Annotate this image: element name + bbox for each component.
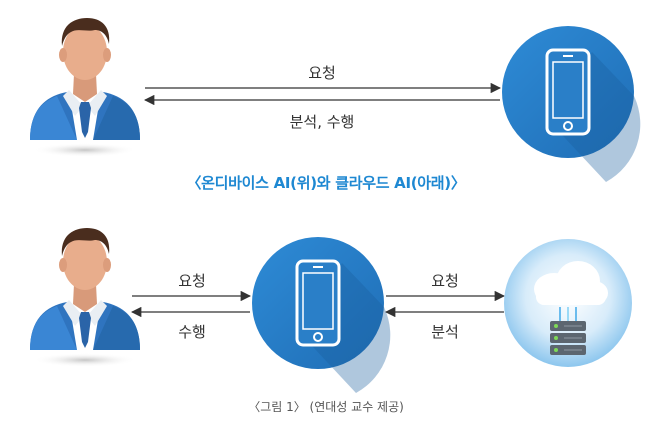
top-request-label: 요청: [308, 64, 336, 82]
bottom-left-request-label: 요청: [178, 272, 206, 290]
figure-caption: 〈그림 1〉 (연대성 교수 제공): [248, 400, 404, 414]
smartphone-icon-bottom: [252, 237, 391, 393]
bottom-right-request-label: 요청: [431, 272, 459, 290]
bottom-right-response-label: 분석: [431, 323, 459, 341]
user-icon-top: [30, 18, 140, 157]
user-icon-bottom: [30, 228, 140, 367]
smartphone-icon-top: [502, 26, 641, 182]
bottom-left-response-label: 수행: [178, 323, 206, 341]
server-rack-icon: [550, 321, 586, 355]
top-response-label: 분석, 수행: [289, 113, 355, 131]
section-title: 〈온디바이스 AI(위)와 클라우드 AI(아래)〉: [186, 174, 466, 192]
cloud-server-icon: [504, 239, 632, 367]
cloud-icon: [534, 261, 608, 305]
